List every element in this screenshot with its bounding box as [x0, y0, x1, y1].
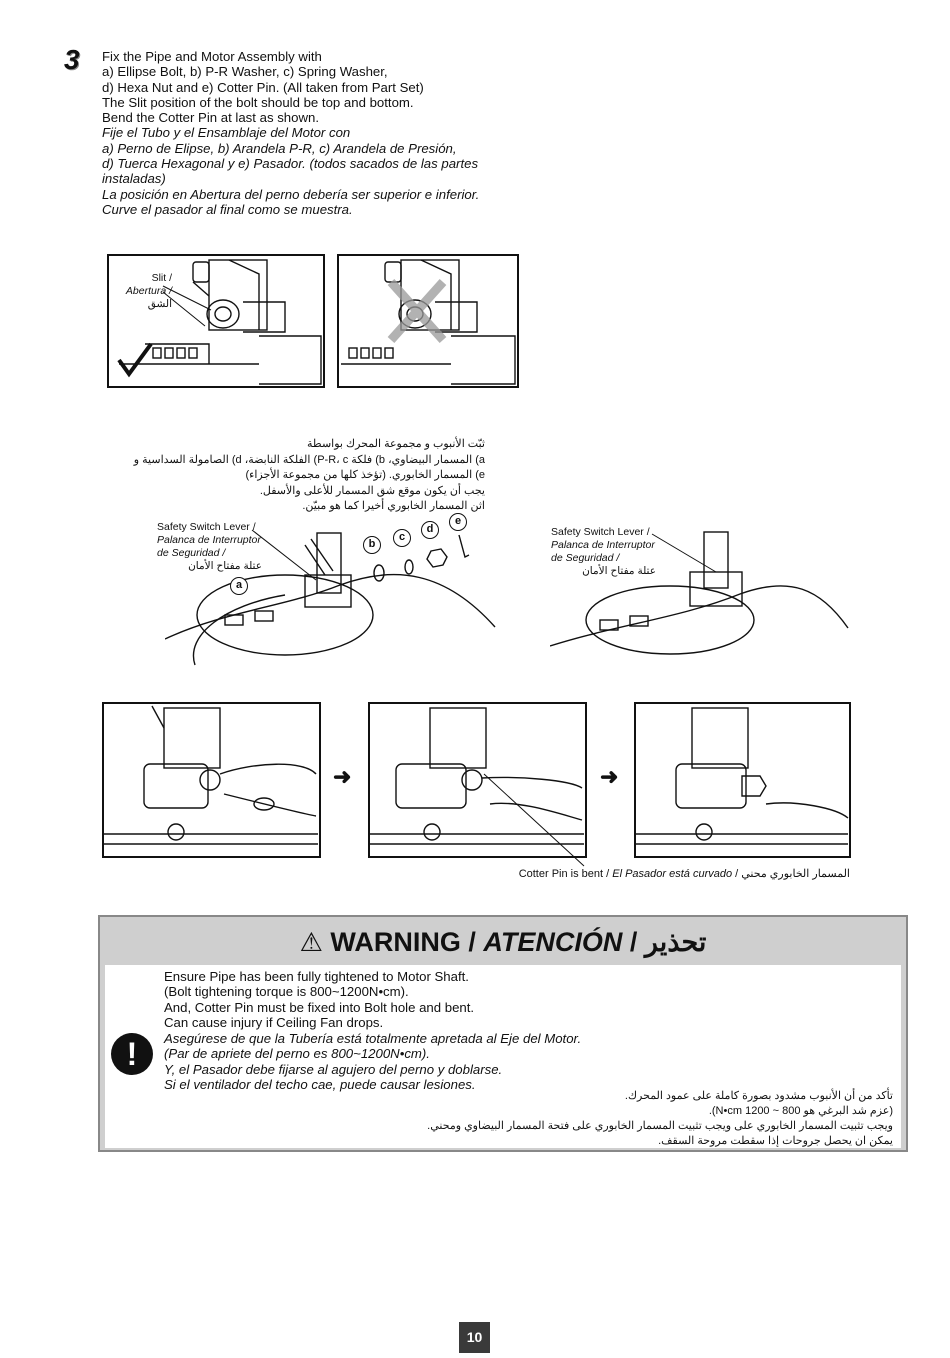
safety-switch-leader-left	[251, 529, 317, 581]
warning-content: ! Ensure Pipe has been fully tightened t…	[105, 965, 901, 1148]
step-es-line: a) Perno de Elipse, b) Arandela P-R, c) …	[102, 140, 457, 156]
parts-row	[373, 534, 470, 582]
safety-switch-label-right: Safety Switch Lever / Palanca de Interru…	[551, 526, 656, 577]
callout-d: d	[421, 521, 439, 539]
cotter-caption-leader	[483, 773, 585, 867]
assembly-drawing-correct	[117, 259, 322, 385]
hexa-nut-part	[426, 548, 448, 568]
cross-mark-icon	[387, 278, 447, 344]
exclamation-icon: !	[111, 1033, 153, 1075]
cotter-bend-drawing	[370, 707, 584, 845]
step-es-line: Curve el pasador al final como se muestr…	[102, 201, 353, 217]
figure-step-3	[634, 702, 851, 858]
slit-label: Slit / Abertura / الشق	[125, 272, 172, 310]
figure-step-1	[102, 702, 321, 858]
safety-switch-leader-right	[651, 533, 717, 573]
checkmark-icon	[117, 342, 153, 378]
callout-b: b	[363, 536, 381, 554]
exploded-parts-drawing	[165, 532, 496, 666]
callout-c: c	[393, 529, 411, 547]
step-en-line: The Slit position of the bolt should be …	[102, 94, 414, 110]
cotter-pin-caption: Cotter Pin is bent / El Pasador está cur…	[518, 868, 850, 880]
arabic-instructions: ثبّت الأنبوب و مجموعة المحرك بواسطة a) ا…	[133, 438, 485, 512]
spring-washer-part	[404, 559, 414, 575]
step-es-line: La posición en Abertura del perno deberí…	[102, 186, 480, 202]
arrow-right-icon: ➜	[600, 764, 619, 789]
page-number: 10	[459, 1322, 490, 1353]
figure-correct-slit	[107, 254, 325, 388]
step-en-line: a) Ellipse Bolt, b) P-R Washer, c) Sprin…	[102, 64, 388, 80]
assembly-drawing-incorrect	[341, 259, 516, 385]
step-instructions: Fix the Pipe and Motor Assembly with a) …	[102, 49, 622, 217]
warning-es-text: Asegúrese de que la Tubería está totalme…	[164, 1031, 582, 1092]
warning-ar-text: تأكد من أن الأنبوب مشدود بصورة كاملة على…	[427, 1090, 893, 1147]
arrow-right-icon: ➜	[333, 764, 352, 789]
p-r-washer-part	[373, 564, 385, 582]
callout-a: a	[230, 577, 248, 595]
step-es-line: d) Tuerca Hexagonal y e) Pasador. (todos…	[102, 156, 479, 172]
callout-e: e	[449, 513, 467, 531]
warning-box: ⚠ WARNING / ATENCIÓN / تحذير ! Ensure Pi…	[98, 915, 908, 1152]
cotter-pin-part	[458, 534, 470, 559]
step-es-line: Fije el Tubo y el Ensamblaje del Motor c…	[102, 125, 351, 141]
figure-incorrect-slit	[337, 254, 519, 388]
cotter-insert-drawing	[104, 705, 318, 845]
figure-step-2	[368, 702, 587, 858]
cotter-bent-drawing	[636, 707, 849, 845]
step-en-line: d) Hexa Nut and e) Cotter Pin. (All take…	[102, 79, 424, 95]
step-number: 3	[64, 44, 80, 75]
step-en-line: Bend the Cotter Pin at last as shown.	[102, 110, 319, 126]
safety-switch-label-left: Safety Switch Lever / Palanca de Interru…	[157, 521, 262, 572]
step-en-line: Fix the Pipe and Motor Assembly with	[102, 49, 322, 64]
step-es-line: instaladas)	[102, 171, 166, 187]
warning-triangle-icon: ⚠	[299, 927, 323, 957]
warning-title: ⚠ WARNING / ATENCIÓN / تحذير	[299, 927, 707, 957]
warning-en-text: Ensure Pipe has been fully tightened to …	[164, 969, 475, 1030]
